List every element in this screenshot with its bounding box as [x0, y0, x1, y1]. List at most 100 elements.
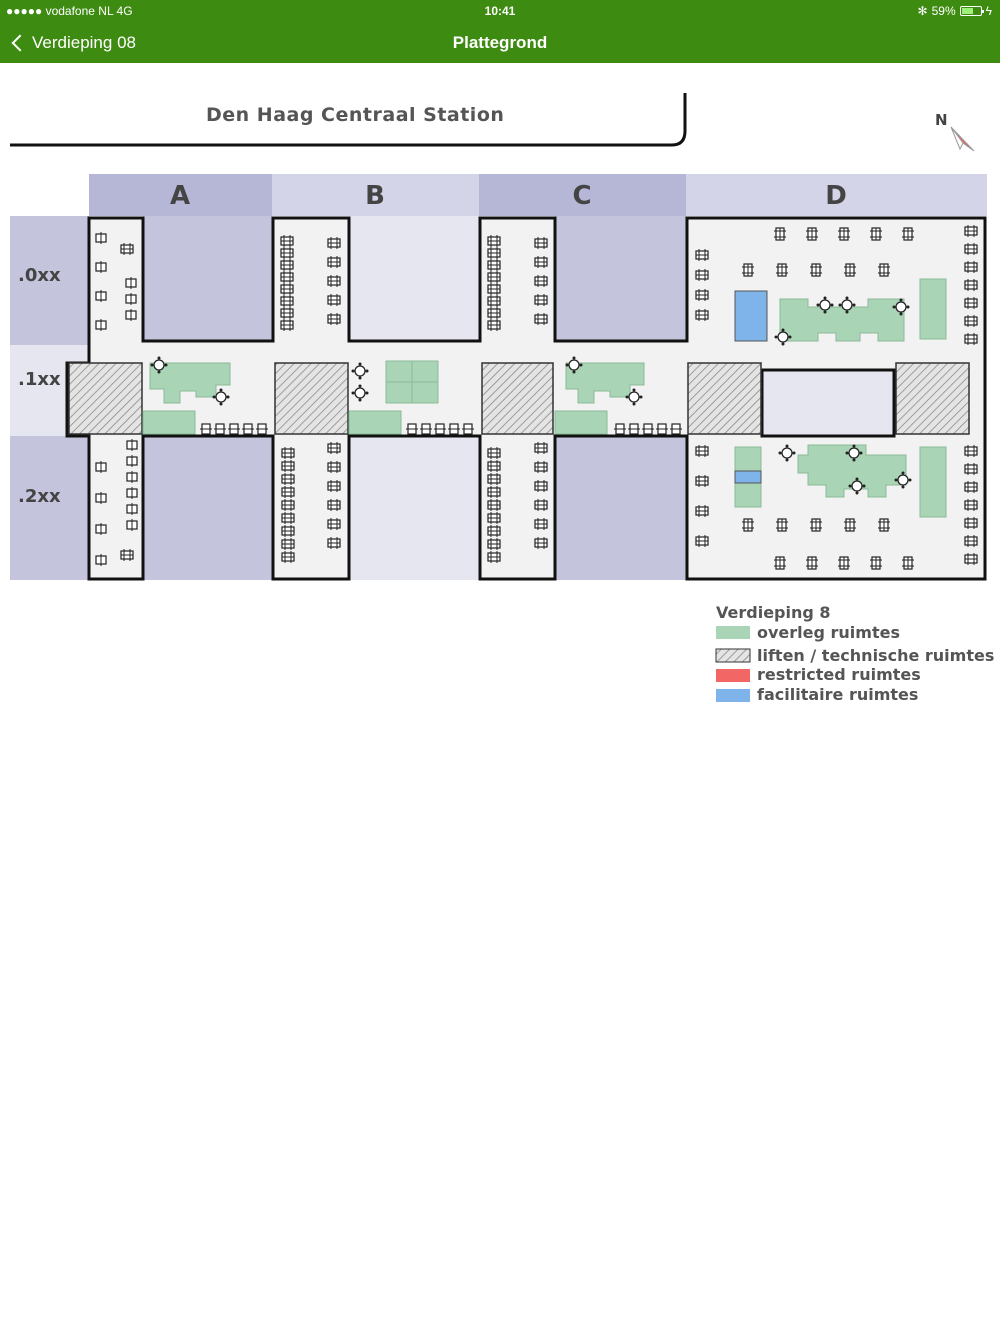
compass: N [935, 111, 975, 152]
desk [120, 242, 134, 256]
desk [869, 556, 883, 570]
desk [655, 423, 669, 435]
desk [534, 274, 548, 288]
bluetooth-icon: ✻ [917, 4, 928, 18]
desk [280, 246, 294, 260]
desk [901, 227, 915, 241]
desk [741, 518, 755, 532]
floor-plan-map[interactable]: Den Haag Centraal Station N A B C D .0xx… [0, 63, 1000, 723]
legend-swatch-meeting [716, 626, 750, 639]
desk [95, 231, 107, 245]
meeting-area-a[interactable] [149, 362, 231, 404]
facility-rooms[interactable] [734, 290, 768, 484]
battery-icon [959, 6, 984, 16]
desk [327, 293, 341, 307]
navigation-bar: Verdieping 08 Plattegrond [0, 22, 1000, 63]
meeting-strip-b[interactable] [348, 410, 402, 435]
inner-court-d [760, 368, 896, 438]
facility-room-d-bottom[interactable] [734, 470, 762, 484]
desk [281, 485, 295, 499]
back-button[interactable]: Verdieping 08 [10, 22, 136, 63]
desk [964, 498, 978, 512]
desk [327, 441, 341, 455]
meeting-strip-c[interactable] [554, 410, 608, 435]
desk [964, 332, 978, 346]
meeting-column-d-bottom-right[interactable] [919, 446, 947, 518]
desk [281, 459, 295, 473]
desk [805, 227, 819, 241]
desk [125, 276, 137, 290]
desk [95, 260, 107, 274]
desk [669, 423, 683, 435]
facility-room-d-top[interactable] [734, 290, 768, 342]
row-label-2xx: .2xx [18, 486, 61, 507]
elevator-b[interactable] [274, 362, 349, 435]
column-header-b [272, 174, 479, 216]
meeting-area-c[interactable] [565, 362, 645, 404]
meeting-column-d-top[interactable] [919, 278, 947, 340]
desk [837, 556, 851, 570]
desk [487, 472, 501, 486]
battery-percent: 59% [931, 4, 956, 18]
desk [281, 472, 295, 486]
desk [534, 236, 548, 250]
desk [487, 537, 501, 551]
desk [964, 534, 978, 548]
desk [487, 498, 501, 512]
desk [487, 306, 501, 320]
meeting-rooms[interactable] [142, 278, 947, 518]
row-header-0xx [10, 216, 89, 345]
legend-swatch-facility [716, 689, 750, 702]
desk [487, 459, 501, 473]
desk [695, 444, 709, 458]
legend-swatch-elevator [715, 648, 751, 663]
desk [255, 423, 269, 435]
desk [695, 268, 709, 282]
desk [487, 485, 501, 499]
back-button-label: Verdieping 08 [32, 32, 136, 52]
desk [695, 248, 709, 262]
desk [773, 556, 787, 570]
desk [487, 550, 501, 564]
desk [213, 423, 227, 435]
desk [695, 504, 709, 518]
elevator-shafts[interactable] [68, 362, 970, 435]
desk [534, 312, 548, 326]
zone-backgrounds [143, 216, 686, 580]
desk [461, 423, 475, 435]
elevator-d-left[interactable] [687, 362, 762, 435]
floor-plan-svg[interactable]: Den Haag Centraal Station N A B C D .0xx… [0, 63, 1000, 723]
desk [125, 308, 137, 322]
row-headers: .0xx .1xx .2xx [10, 216, 89, 580]
row-label-0xx: .0xx [18, 265, 61, 286]
chevron-left-icon [11, 34, 29, 51]
legend-title: Verdieping 8 [716, 603, 831, 622]
desk [126, 518, 138, 532]
desk [95, 491, 107, 505]
desk [327, 312, 341, 326]
column-header-d [686, 174, 987, 216]
compass-label: N [935, 111, 948, 129]
desk [280, 270, 294, 284]
elevator-a[interactable] [68, 362, 143, 435]
desk [964, 296, 978, 310]
desk [901, 556, 915, 570]
elevator-d-right[interactable] [895, 362, 970, 435]
desk [695, 534, 709, 548]
desk [126, 502, 138, 516]
elevator-c[interactable] [481, 362, 554, 435]
desk [869, 227, 883, 241]
desk [487, 294, 501, 308]
meeting-area-d-bottom[interactable] [797, 444, 907, 498]
meeting-strip-a[interactable] [142, 410, 196, 435]
desk [877, 518, 891, 532]
desk [126, 470, 138, 484]
desk [281, 537, 295, 551]
column-label-d: D [825, 181, 847, 211]
page-title: Plattegrond [452, 33, 548, 52]
column-header-a [89, 174, 272, 216]
desk [126, 454, 138, 468]
legend-label-facility: facilitaire ruimtes [757, 685, 918, 704]
desk [487, 234, 501, 248]
desk [405, 423, 419, 435]
